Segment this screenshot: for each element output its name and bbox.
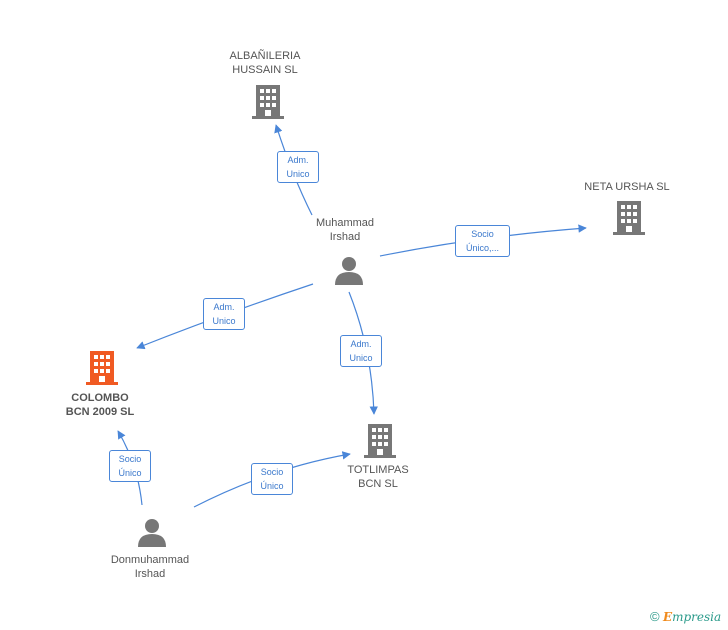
edge-label-adm-unico[interactable]: Adm. Unico (340, 335, 382, 367)
edge-label-line: Único (260, 481, 284, 491)
edge-label-line: Socio (118, 454, 142, 464)
node-label-line: Muhammad (315, 217, 375, 229)
building-icon-main[interactable] (86, 351, 118, 385)
node-label-muhammad[interactable]: Muhammad Irshad (290, 216, 400, 244)
edge-label-line: Unico (349, 353, 373, 363)
node-label-line: NETA URSHA SL (584, 181, 670, 193)
node-label-totlimpas[interactable]: TOTLIMPAS BCN SL (323, 463, 433, 491)
brand-name: mpresia (672, 610, 722, 624)
node-label-albanileria[interactable]: ALBAÑILERIA HUSSAIN SL (208, 49, 322, 77)
node-label-line: COLOMBO (71, 392, 129, 404)
edge-label-line: Adm. (350, 339, 372, 349)
edge-label-socio-unico[interactable]: Socio Único,... (455, 225, 510, 257)
edge-label-line: Unico (212, 316, 236, 326)
node-label-line: Irshad (329, 231, 361, 243)
node-label-line: ALBAÑILERIA (229, 50, 301, 62)
edge-label-line: Único,... (465, 243, 499, 253)
person-icon[interactable] (334, 255, 364, 285)
footer-brand: © Empresia (650, 609, 721, 624)
edge-label-line: Socio (260, 467, 284, 477)
building-icon[interactable] (364, 424, 396, 458)
node-label-line: Donmuhammad (110, 554, 190, 566)
building-icon[interactable] (252, 85, 284, 119)
edge-label-line: Adm. (213, 302, 235, 312)
node-label-neta[interactable]: NETA URSHA SL (570, 180, 684, 194)
edge-label-line: Adm. (287, 155, 309, 165)
edge-label-socio-unico[interactable]: Socio Único (109, 450, 151, 482)
node-label-line: TOTLIMPAS (347, 464, 409, 476)
edge-label-adm-unico[interactable]: Adm. Unico (277, 151, 319, 183)
node-label-line: HUSSAIN SL (232, 64, 298, 76)
node-label-line: BCN SL (358, 478, 398, 490)
brand-initial: E (662, 610, 673, 624)
edge-label-line: Único (118, 468, 142, 478)
node-label-line: Irshad (134, 568, 166, 580)
person-icon[interactable] (137, 517, 167, 547)
node-label-colombo[interactable]: COLOMBO BCN 2009 SL (45, 391, 155, 419)
node-label-line: BCN 2009 SL (65, 406, 135, 418)
edge-label-socio-unico[interactable]: Socio Único (251, 463, 293, 495)
building-icon[interactable] (613, 201, 645, 235)
edge-label-line: Socio (471, 229, 494, 239)
node-label-donmuhammad[interactable]: Donmuhammad Irshad (90, 553, 210, 581)
brand-logo[interactable]: Empresia (663, 610, 721, 624)
edge-label-line: Unico (286, 169, 310, 179)
copyright-symbol: © (650, 609, 660, 624)
edge-label-adm-unico[interactable]: Adm. Unico (203, 298, 245, 330)
